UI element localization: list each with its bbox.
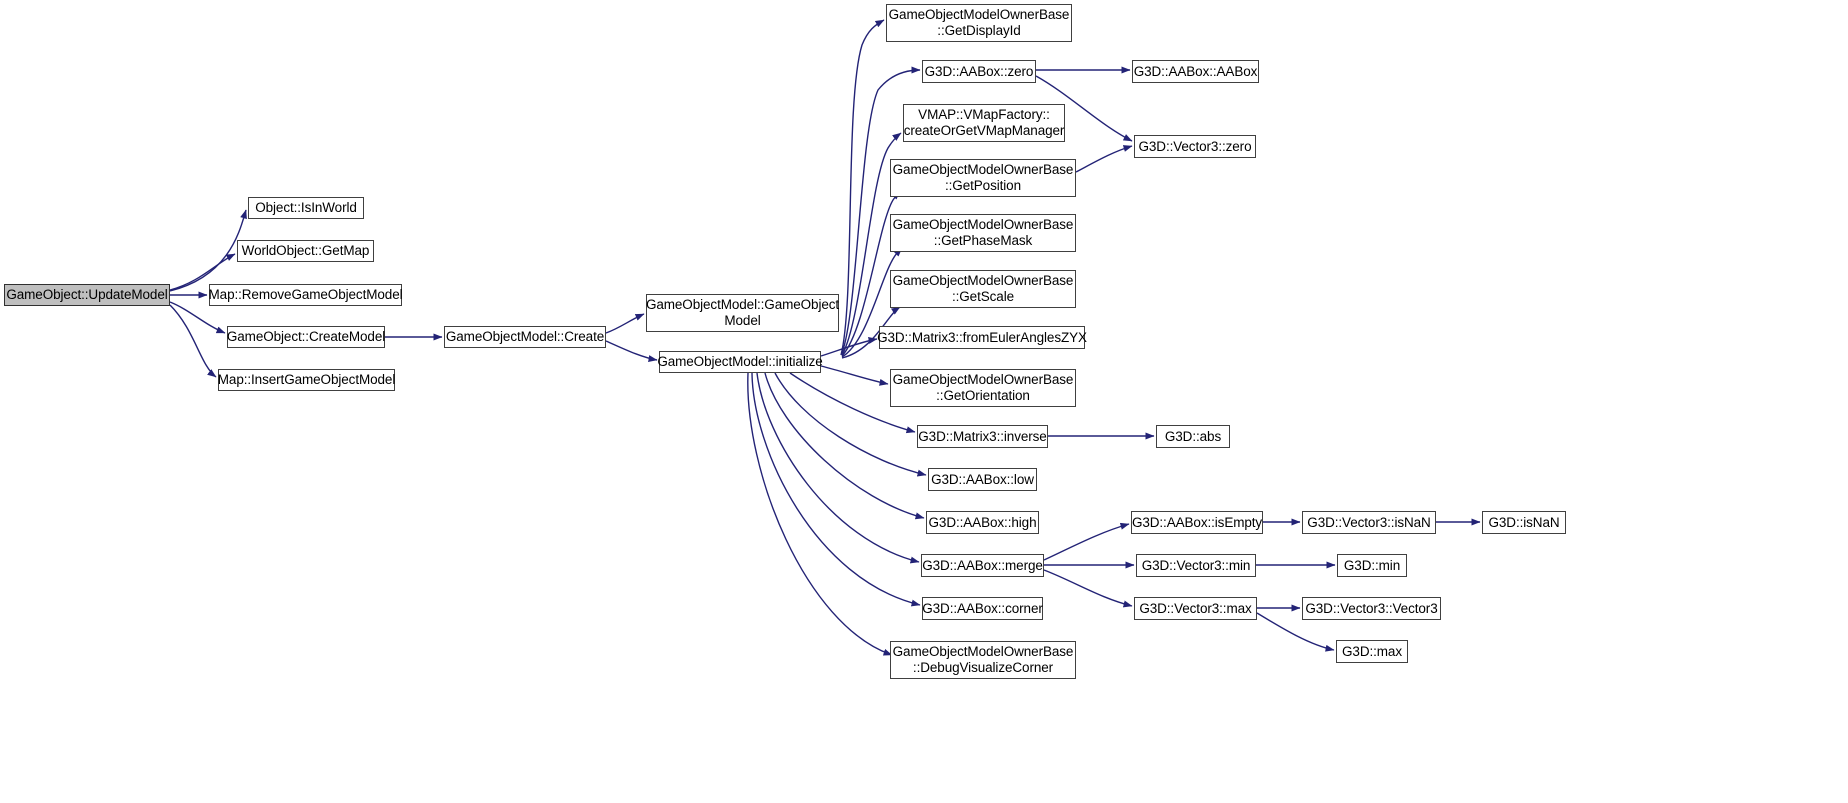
graph-node[interactable]: GameObject::UpdateModel <box>4 284 170 306</box>
graph-edge <box>1075 145 1133 173</box>
graph-edge <box>169 301 226 334</box>
graph-edge <box>169 304 217 378</box>
graph-edge <box>605 313 645 334</box>
graph-node[interactable]: G3D::isNaN <box>1482 511 1566 534</box>
graph-node[interactable]: VMAP::VMapFactory:: createOrGetVMapManag… <box>903 104 1065 142</box>
graph-node[interactable]: WorldObject::GetMap <box>237 240 374 262</box>
graph-node[interactable]: G3D::AABox::merge <box>921 554 1044 577</box>
graph-node[interactable]: G3D::AABox::low <box>928 468 1037 491</box>
graph-node[interactable]: G3D::Vector3::max <box>1134 597 1257 620</box>
graph-edge <box>820 365 889 386</box>
graph-node[interactable]: GameObjectModelOwnerBase ::GetPhaseMask <box>890 214 1076 252</box>
graph-node[interactable]: G3D::min <box>1337 554 1407 577</box>
graph-edge <box>820 337 878 357</box>
graph-node[interactable]: G3D::Vector3::isNaN <box>1302 511 1436 534</box>
graph-node[interactable]: G3D::abs <box>1156 425 1230 448</box>
graph-node[interactable]: GameObjectModelOwnerBase ::GetPosition <box>890 159 1076 197</box>
graph-node[interactable]: G3D::Matrix3::inverse <box>917 425 1048 448</box>
graph-node[interactable]: Map::RemoveGameObjectModel <box>209 284 403 306</box>
graph-edge <box>605 340 658 362</box>
graph-edge <box>1043 522 1130 561</box>
graph-node[interactable]: G3D::AABox::isEmpty <box>1131 511 1263 534</box>
graph-node[interactable]: G3D::AABox::zero <box>922 60 1036 83</box>
graph-node[interactable]: GameObjectModel::GameObject Model <box>646 294 839 332</box>
graph-node[interactable]: G3D::max <box>1336 640 1408 663</box>
graph-node[interactable]: GameObjectModel::Create <box>444 326 606 348</box>
graph-node[interactable]: GameObjectModelOwnerBase ::GetScale <box>890 270 1076 308</box>
graph-node[interactable]: G3D::Vector3::zero <box>1134 135 1256 158</box>
graph-node[interactable]: GameObject::CreateModel <box>227 326 385 348</box>
graph-edge <box>751 372 921 607</box>
graph-node[interactable]: Map::InsertGameObjectModel <box>218 369 395 391</box>
graph-edge <box>747 372 893 656</box>
graph-node[interactable]: G3D::AABox::AABox <box>1132 60 1259 83</box>
graph-edge <box>1043 569 1133 608</box>
graph-node[interactable]: G3D::AABox::corner <box>922 597 1043 620</box>
graph-node[interactable]: G3D::Vector3::Vector3 <box>1302 597 1441 620</box>
graph-node[interactable]: G3D::Vector3::min <box>1136 554 1256 577</box>
graph-node[interactable]: GameObjectModel::initialize <box>657 351 823 373</box>
graph-edge <box>840 19 885 356</box>
graph-node[interactable]: GameObjectModelOwnerBase ::GetOrientatio… <box>890 369 1076 407</box>
graph-node[interactable]: GameObjectModelOwnerBase ::DebugVisualiz… <box>890 641 1076 679</box>
graph-node[interactable]: G3D::AABox::high <box>926 511 1039 534</box>
graph-node[interactable]: Object::IsInWorld <box>248 197 364 219</box>
graph-edge <box>169 209 247 292</box>
graph-node[interactable]: G3D::Matrix3::fromEulerAnglesZYX <box>877 326 1087 349</box>
graph-node[interactable]: GameObjectModelOwnerBase ::GetDisplayId <box>886 4 1072 42</box>
